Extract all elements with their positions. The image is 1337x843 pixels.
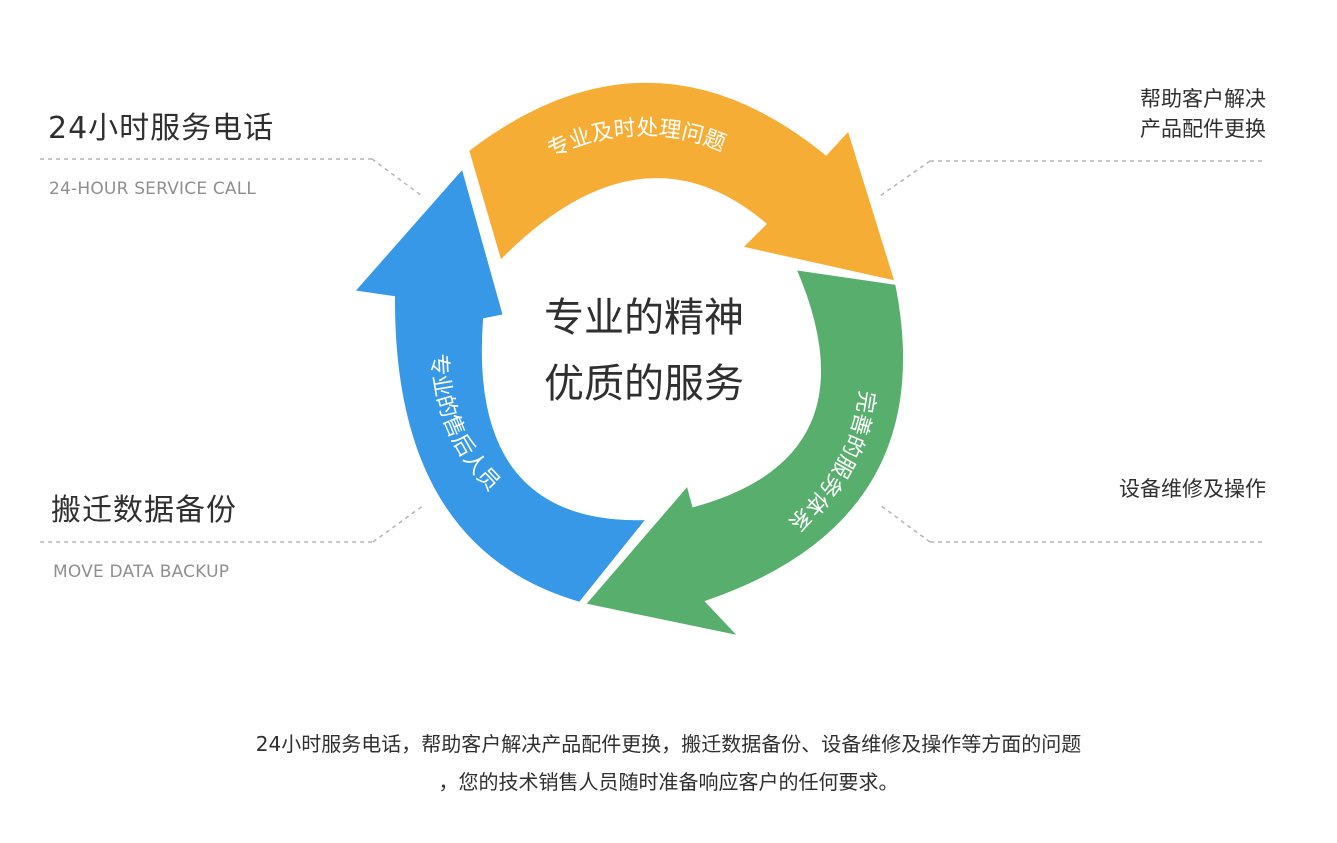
orange-arrow bbox=[464, 78, 900, 286]
blue-arrow bbox=[348, 161, 654, 607]
green-arrow bbox=[579, 265, 908, 642]
left-top-title: 24小时服务电话 bbox=[48, 111, 275, 146]
right-top-line2: 产品配件更换 bbox=[1140, 117, 1266, 141]
left-top-connector bbox=[40, 158, 423, 197]
right-bottom-text: 设备维修及操作 bbox=[1119, 477, 1266, 501]
footer-line1: 24小时服务电话，帮助客户解决产品配件更换，搬迁数据备份、设备维修及操作等方面的… bbox=[255, 732, 1082, 756]
left-bottom-connector bbox=[40, 504, 425, 543]
center-text-line2: 优质的服务 bbox=[544, 361, 744, 407]
left-bottom-subtitle: MOVE DATA BACKUP bbox=[53, 562, 230, 582]
left-bottom-title: 搬迁数据备份 bbox=[51, 493, 237, 528]
right-top-line1: 帮助客户解决 bbox=[1140, 87, 1266, 111]
right-top-connector bbox=[879, 160, 1265, 197]
footer-line2: ，您的技术销售人员随时准备响应客户的任何要求。 bbox=[438, 770, 899, 794]
right-top-text: 帮助客户解决 产品配件更换 bbox=[1140, 84, 1266, 144]
center-text-line1: 专业的精神 bbox=[544, 295, 744, 341]
left-top-subtitle: 24-HOUR SERVICE CALL bbox=[49, 179, 257, 199]
right-bottom-connector bbox=[879, 504, 1265, 543]
